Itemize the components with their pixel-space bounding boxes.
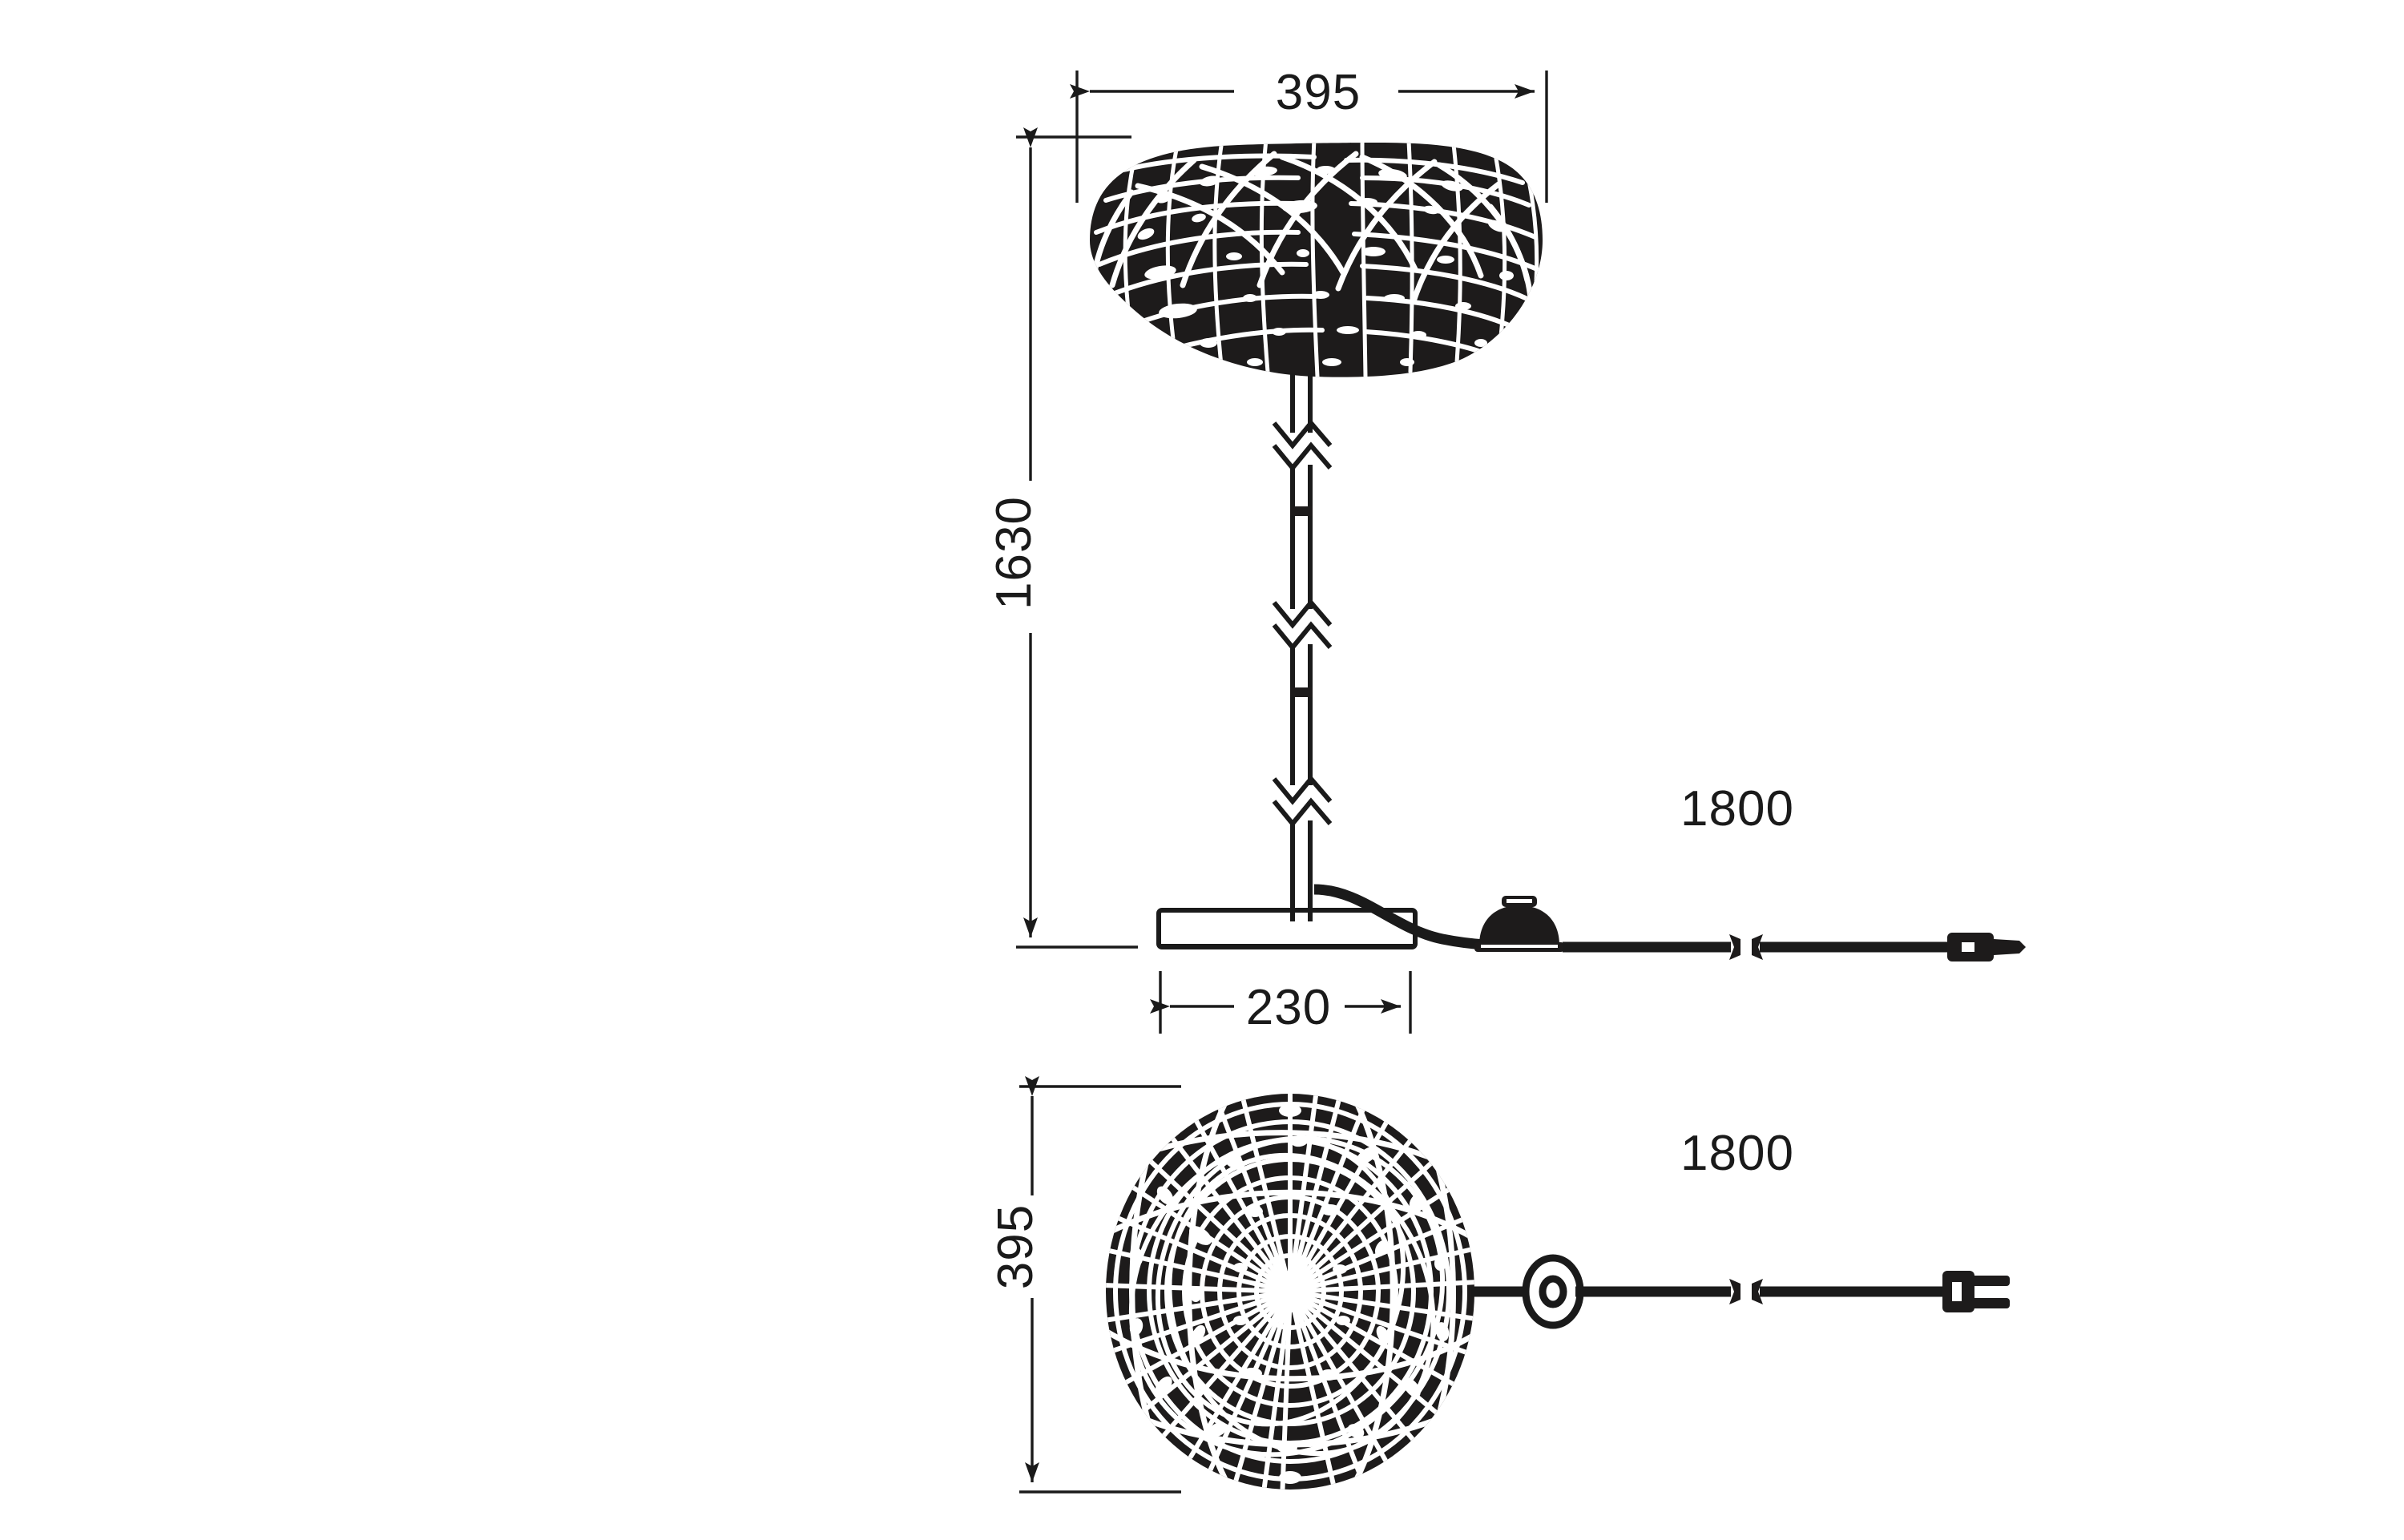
foot-switch-side xyxy=(1474,896,1564,952)
foot-switch-base-line xyxy=(1481,945,1558,948)
foot-switch-button-slot xyxy=(1507,899,1532,903)
dimension-total-height: 1630 xyxy=(986,127,1042,937)
mains-plug-side xyxy=(1947,933,2026,961)
pole-joint-collar-2 xyxy=(1290,687,1313,697)
lamp-base-side xyxy=(1156,908,1418,949)
cable-break-left-plan xyxy=(1729,1279,1740,1304)
dimension-shade-width: 395 xyxy=(1070,65,1548,203)
lamp-pole xyxy=(1272,373,1333,921)
dimension-base-diameter: 230 xyxy=(1150,971,1412,1035)
dimension-label-shade-width: 395 xyxy=(1276,65,1361,120)
lamp-shade-side xyxy=(1090,143,1543,377)
top-plan-view: 395 xyxy=(988,1076,2010,1494)
plug-pin-upper xyxy=(1971,1276,2010,1286)
shade-center-aperture xyxy=(1269,1271,1311,1312)
plug-pin-side xyxy=(1994,939,2026,955)
dimension-label-cord-length-plan: 1800 xyxy=(1680,1126,1794,1181)
pole-joint-collar-1 xyxy=(1290,506,1313,516)
plug-pin-lower xyxy=(1971,1298,2010,1308)
lamp-shade-top xyxy=(1106,1094,1474,1490)
cable-break-right-plan xyxy=(1752,1279,1763,1304)
dimension-label-base-diameter: 230 xyxy=(1246,980,1331,1035)
shade-weave-texture-top xyxy=(1106,1094,1474,1490)
cable-break-left-side xyxy=(1729,934,1740,960)
dimension-shade-diameter-plan: 395 xyxy=(988,1076,1043,1482)
power-cord-plan: 1800 xyxy=(1471,1126,2010,1329)
dimension-label-cord-length-side: 1800 xyxy=(1680,781,1794,837)
mains-plug-plan xyxy=(1942,1271,2010,1312)
foot-switch-dome xyxy=(1479,905,1559,945)
shade-weave-texture xyxy=(1090,143,1539,377)
power-cord-side: 1800 xyxy=(1313,781,2026,961)
side-elevation-view: 395 1630 xyxy=(986,65,2026,1035)
cable-break-right-side xyxy=(1752,934,1763,960)
pole-break-symbol-2 xyxy=(1272,599,1333,651)
dimension-label-total-height: 1630 xyxy=(986,496,1042,610)
plug-body-hole-plan xyxy=(1952,1282,1962,1301)
foot-switch-inner-ring xyxy=(1539,1275,1567,1308)
plug-body-hole-side xyxy=(1962,942,1974,952)
base-plate xyxy=(1156,908,1418,949)
pole-break-symbol-1 xyxy=(1272,419,1333,472)
foot-switch-plan xyxy=(1522,1254,1584,1329)
dimension-label-shade-diameter-plan: 395 xyxy=(988,1204,1043,1289)
pole-break-symbol-3 xyxy=(1272,775,1333,828)
